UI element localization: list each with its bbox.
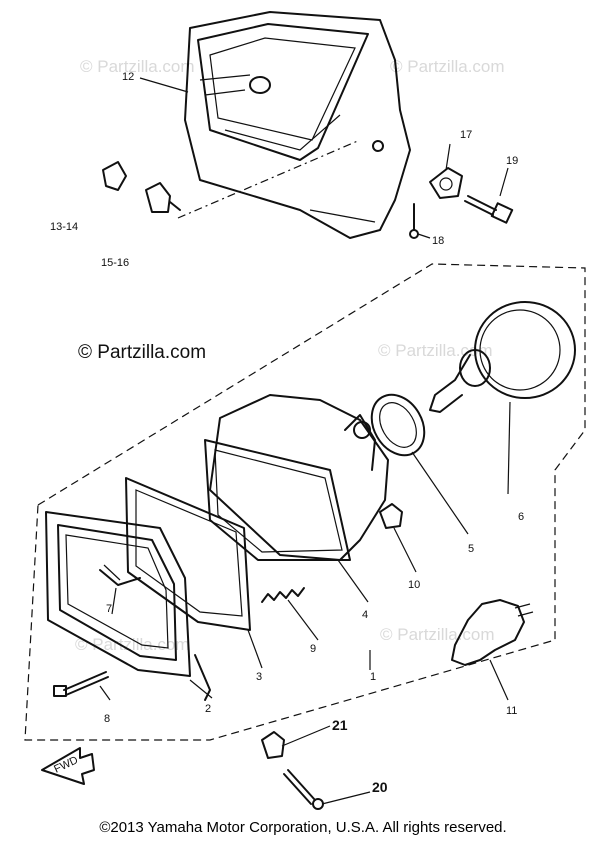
fwd-arrow: FWD — [41, 747, 95, 785]
callout-3: 3 — [256, 671, 262, 683]
callout-15-16: 15-16 — [101, 257, 129, 269]
part-11-bulb — [451, 599, 534, 666]
part-21-nut — [261, 731, 285, 759]
part-7-screw — [99, 564, 141, 586]
part-4-headlight-unit — [204, 394, 389, 561]
watermark: © Partzilla.com — [380, 625, 495, 644]
fwd-label: FWD — [52, 754, 80, 775]
part-19-bolt — [464, 195, 514, 224]
callout-1: 1 — [370, 671, 376, 683]
callout-20: 20 — [372, 779, 388, 795]
callout-4: 4 — [362, 609, 368, 621]
callout-21: 21 — [332, 717, 348, 733]
callout-11: 11 — [506, 705, 517, 717]
part-20-screw — [283, 769, 324, 810]
callout-18: 18 — [432, 235, 444, 247]
part-8-screw — [53, 671, 109, 697]
part-18-screw — [409, 203, 419, 239]
callout-2: 2 — [205, 703, 211, 715]
callout-8: 8 — [104, 713, 110, 725]
watermark: © Partzilla.com — [390, 57, 505, 76]
callout-9: 9 — [310, 643, 316, 655]
part-10-nut — [379, 503, 403, 529]
callout-5: 5 — [468, 543, 474, 555]
callout-13-14: 13-14 — [50, 221, 78, 233]
headlight-case — [184, 11, 411, 239]
part-5-ring — [370, 393, 426, 457]
part-3-gasket — [125, 477, 251, 631]
part-9-spring — [261, 587, 305, 603]
part-17-nut — [429, 167, 463, 199]
part-15-16 — [145, 182, 181, 213]
callout-7: 7 — [106, 603, 112, 615]
watermark: © Partzilla.com — [80, 57, 195, 76]
callout-6: 6 — [518, 511, 524, 523]
callout-17: 17 — [460, 129, 472, 141]
part-6-socket — [429, 301, 576, 413]
leader-lines — [99, 77, 511, 805]
watermark: © Partzilla.com — [78, 342, 206, 363]
copyright-notice: ©2013 Yamaha Motor Corporation, U.S.A. A… — [99, 819, 507, 836]
part-13-14 — [102, 161, 127, 191]
callout-12: 12 — [122, 71, 134, 83]
assembly-boundary — [24, 263, 586, 741]
callout-19: 19 — [506, 155, 518, 167]
callout-10: 10 — [408, 579, 420, 591]
part-2-rim — [45, 511, 211, 701]
watermark: © Partzilla.com — [75, 635, 190, 654]
